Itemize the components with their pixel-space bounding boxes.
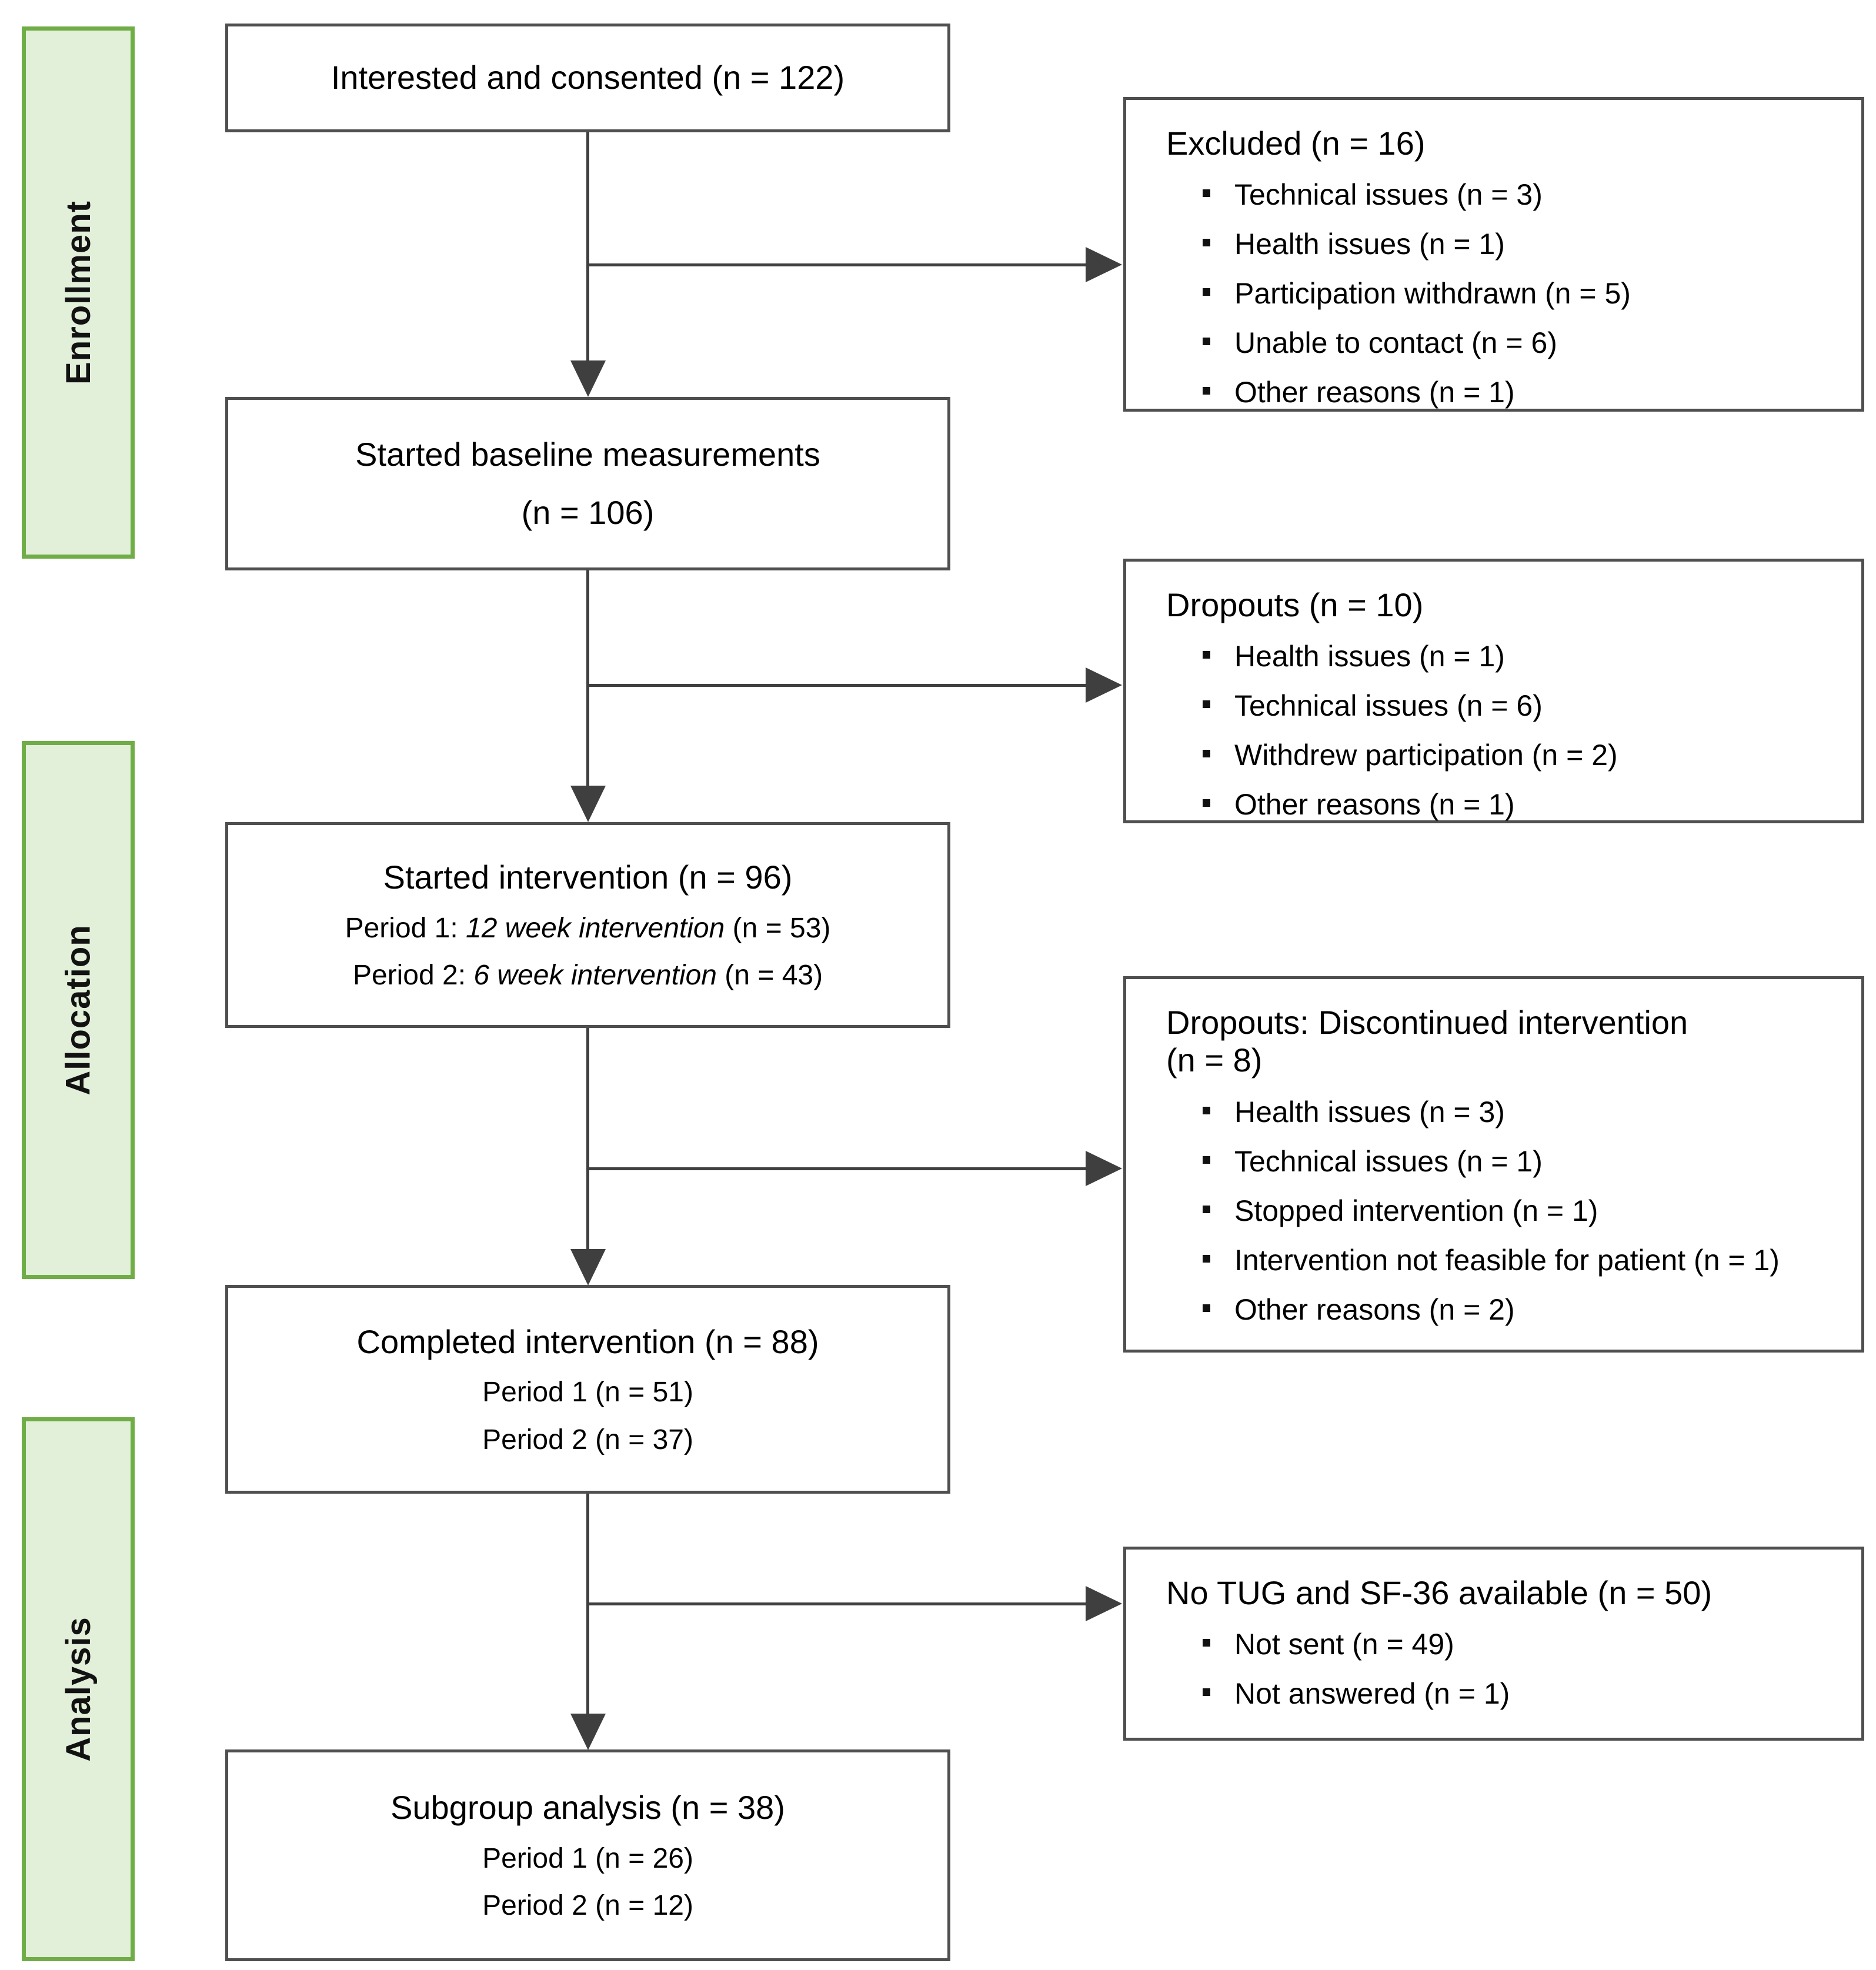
side-box-title: Excluded (n = 16) [1166,125,1426,162]
arrow-down-icon [570,360,606,397]
arrow-right-icon [1086,1151,1122,1186]
side-box-title: Dropouts: Discontinued intervention [1166,1004,1688,1041]
flow-box-completed-intervention: Completed intervention (n = 88) Period 1… [225,1285,950,1494]
flow-box-subtext-period1: Period 1: 12 week intervention (n = 53) [345,912,831,944]
list-item: Health issues (n = 3) [1203,1095,1829,1129]
subtext-plain: Period 1: [345,912,466,944]
arrow-down-icon [570,1249,606,1285]
phase-band-enrollment: Enrollment [22,26,135,559]
flow-box-interested-consented: Interested and consented (n = 122) [225,24,950,132]
flow-box-text: Started intervention (n = 96) [383,859,793,896]
arrow-right-icon [1086,1586,1122,1621]
flow-box-subtext-period2: Period 2 (n = 12) [482,1890,693,1922]
subtext-plain: Period 2: [352,960,474,991]
connector-line [588,1167,1087,1170]
side-box-dropouts: Dropouts (n = 10) Health issues (n = 1) … [1123,559,1864,823]
flow-box-text: Completed intervention (n = 88) [356,1323,819,1360]
subtext-italic: 6 week intervention [473,960,717,991]
arrow-down-icon [570,786,606,822]
side-box-list: Health issues (n = 1) Technical issues (… [1166,639,1829,822]
list-item: Withdrew participation (n = 2) [1203,738,1829,772]
flow-box-text: Interested and consented (n = 122) [331,59,845,96]
connector-line [586,1028,589,1250]
flow-box-subtext-period1: Period 1 (n = 26) [482,1842,693,1874]
flow-box-subtext-period2: Period 2: 6 week intervention (n = 43) [353,961,823,990]
side-box-discontinued: Dropouts: Discontinued intervention (n =… [1123,976,1864,1353]
side-box-excluded: Excluded (n = 16) Technical issues (n = … [1123,97,1864,412]
arrow-down-icon [570,1714,606,1750]
list-item: Technical issues (n = 3) [1203,178,1829,212]
list-item: Other reasons (n = 2) [1203,1293,1829,1327]
side-box-title: Dropouts (n = 10) [1166,586,1424,623]
phase-label-enrollment: Enrollment [59,201,98,385]
subtext-italic: 12 week intervention [466,912,725,944]
list-item: Other reasons (n = 1) [1203,787,1829,822]
phase-label-allocation: Allocation [59,924,98,1096]
flow-box-text: (n = 106) [521,493,655,531]
connector-line [588,263,1087,266]
phase-band-analysis: Analysis [22,1417,135,1961]
list-item: Not sent (n = 49) [1203,1627,1829,1661]
flow-box-subgroup-analysis: Subgroup analysis (n = 38) Period 1 (n =… [225,1749,950,1961]
side-box-list: Health issues (n = 3) Technical issues (… [1166,1095,1829,1327]
subtext-plain: (n = 43) [716,960,823,991]
side-box-title: No TUG and SF-36 available (n = 50) [1166,1574,1713,1611]
phase-band-allocation: Allocation [22,741,135,1279]
list-item: Unable to contact (n = 6) [1203,326,1829,360]
list-item: Not answered (n = 1) [1203,1677,1829,1711]
flow-box-started-intervention: Started intervention (n = 96) Period 1: … [225,822,950,1028]
list-item: Technical issues (n = 6) [1203,689,1829,723]
connector-line [586,1494,589,1715]
side-box-list: Not sent (n = 49) Not answered (n = 1) [1166,1627,1829,1711]
connector-line [586,570,589,787]
flow-box-text: Started baseline measurements [355,435,820,473]
connector-line [586,132,589,362]
list-item: Stopped intervention (n = 1) [1203,1194,1829,1228]
flow-box-subtext-period2: Period 2 (n = 37) [482,1424,693,1455]
phase-label-analysis: Analysis [59,1617,98,1762]
side-box-no-tug-sf36: No TUG and SF-36 available (n = 50) Not … [1123,1547,1864,1741]
list-item: Health issues (n = 1) [1203,639,1829,673]
list-item: Health issues (n = 1) [1203,227,1829,261]
flow-box-started-baseline: Started baseline measurements (n = 106) [225,397,950,570]
list-item: Participation withdrawn (n = 5) [1203,276,1829,310]
arrow-right-icon [1086,667,1122,703]
connector-line [588,1602,1087,1605]
side-box-title-line2: (n = 8) [1166,1041,1263,1079]
flow-box-text: Subgroup analysis (n = 38) [390,1789,785,1827]
subtext-plain: (n = 53) [725,912,831,944]
connector-line [588,684,1087,687]
list-item: Other reasons (n = 1) [1203,375,1829,409]
flow-box-subtext-period1: Period 1 (n = 51) [482,1377,693,1408]
arrow-right-icon [1086,247,1122,282]
list-item: Intervention not feasible for patient (n… [1203,1243,1829,1277]
list-item: Technical issues (n = 1) [1203,1144,1829,1178]
side-box-list: Technical issues (n = 3) Health issues (… [1166,178,1829,409]
